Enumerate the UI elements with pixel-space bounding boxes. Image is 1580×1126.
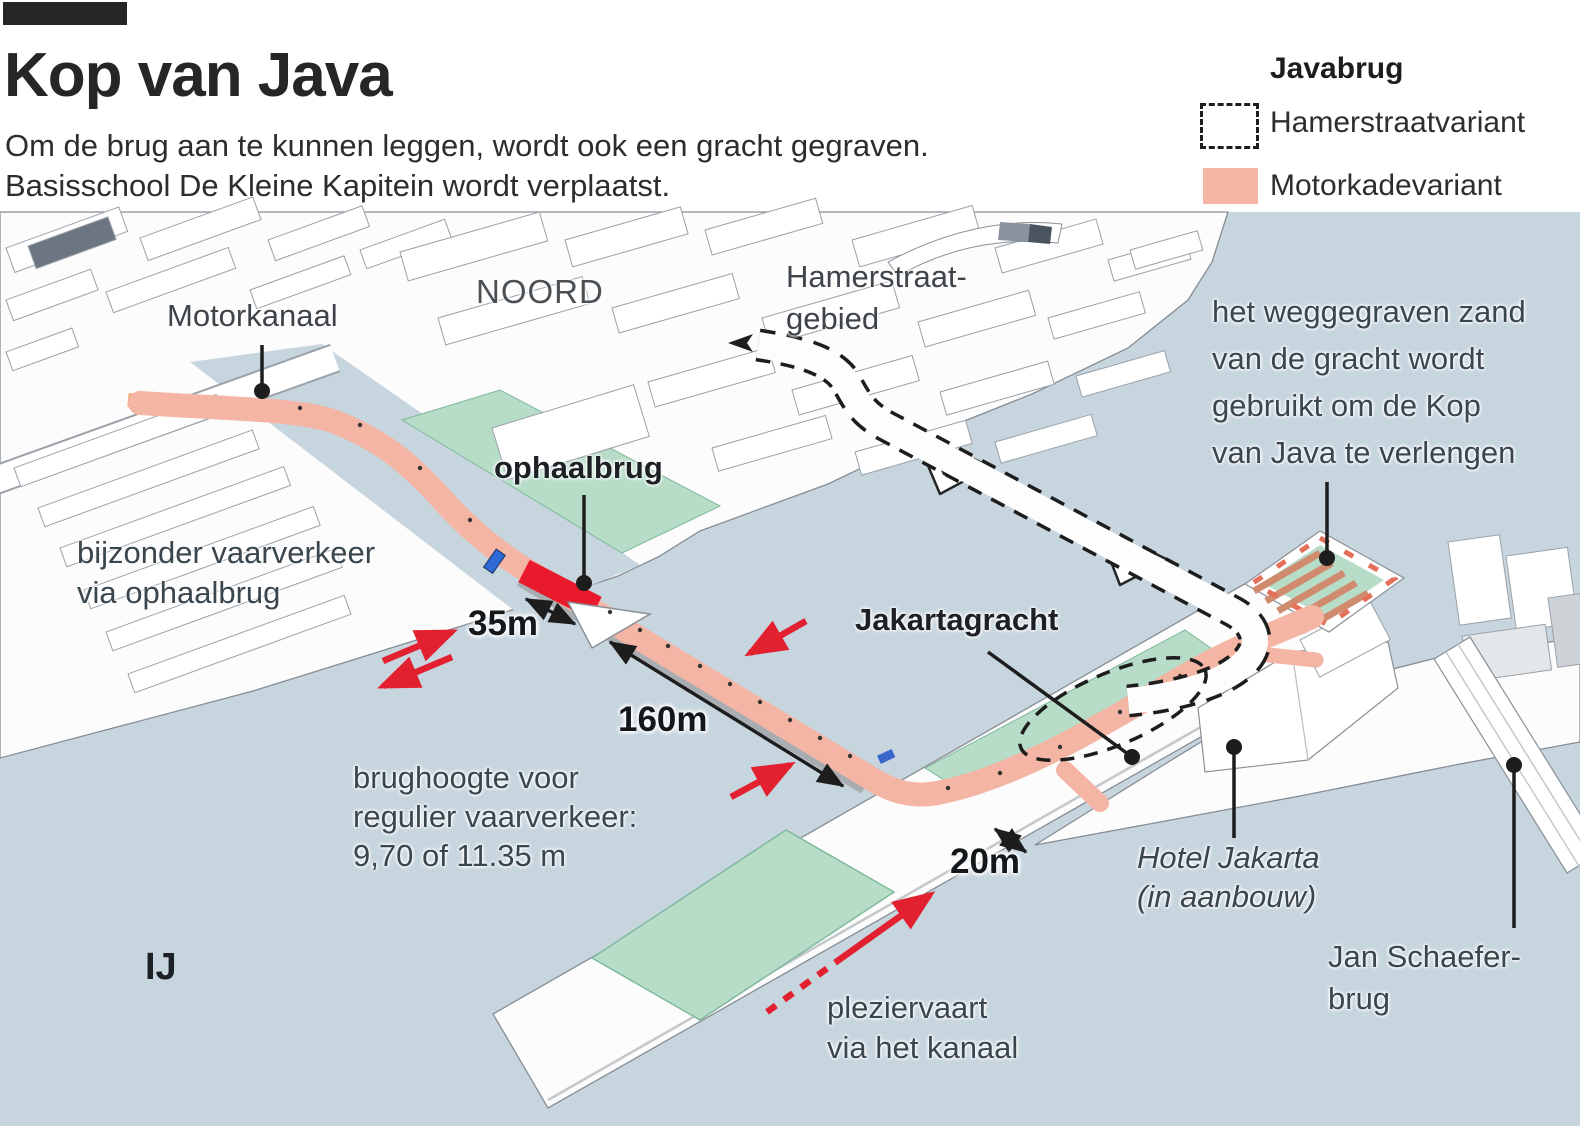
pedestrian-dot <box>787 717 793 723</box>
building <box>105 547 343 652</box>
label-motorkanaal: Motorkanaal <box>167 298 338 333</box>
label-jan-schaefer-brug: Jan Schaefer- brug <box>1328 939 1521 1016</box>
building <box>1047 291 1147 340</box>
pedestrian-dot <box>665 643 671 649</box>
kicker-bar <box>3 2 127 25</box>
label-ophaalbrug: ophaalbrug <box>494 450 663 485</box>
pedestrian-dot <box>817 735 823 741</box>
legend-label-hamerstraat: Hamerstraatvariant <box>1270 106 1526 139</box>
label-hotel-jakarta: Hotel Jakarta (in aanbouw) <box>1137 840 1320 914</box>
pedestrian-dot <box>417 465 423 471</box>
building <box>5 268 99 322</box>
pedestrian-dot <box>847 753 853 759</box>
measure-arrows <box>524 597 1028 854</box>
building <box>27 216 117 270</box>
pedestrian-dot <box>997 770 1003 776</box>
page-title: Kop van Java <box>4 41 393 110</box>
pedestrian-dot <box>637 627 643 633</box>
building <box>1075 350 1172 398</box>
curved-pier-building <box>887 222 1063 277</box>
label-ij: IJ <box>145 946 177 988</box>
hamerstraat-route <box>728 328 1272 762</box>
pedestrian-dot <box>1057 744 1063 750</box>
callouts <box>254 345 1522 928</box>
ophaalbrug-red-segment <box>518 559 602 620</box>
measure-20m: 20m <box>950 842 1021 881</box>
subtitle-line-2: Basisschool De Kleine Kapitein wordt ver… <box>5 168 671 203</box>
building <box>59 465 292 568</box>
annotation-brughoogte: brughoogte voor regulier vaarverkeer: 9,… <box>353 760 638 873</box>
pedestrian-dot <box>467 517 473 523</box>
building <box>267 205 371 262</box>
building <box>83 505 321 610</box>
building <box>491 384 650 481</box>
label-hamerstraat-gebied: Hamerstraat- gebied <box>786 259 967 336</box>
building <box>917 289 1037 348</box>
pedestrian-dot <box>945 785 951 791</box>
building <box>564 206 689 268</box>
legend-swatch-hamerstraat <box>1200 103 1259 149</box>
annotation-bijzonder: bijzonder vaarverkeer via ophaalbrug <box>77 535 376 610</box>
building <box>1129 230 1204 270</box>
building <box>105 246 237 314</box>
building <box>139 196 262 262</box>
annotation-pleziervaart: pleziervaart via het kanaal <box>827 990 1019 1065</box>
park-noord <box>400 389 722 554</box>
building <box>994 413 1098 464</box>
building <box>5 327 80 372</box>
pedestrian-dot <box>297 405 303 411</box>
building <box>437 276 591 346</box>
building <box>249 255 352 310</box>
building <box>37 429 260 528</box>
noord-buildings <box>5 196 1204 694</box>
subtitle-line-1: Om de brug aan te kunnen leggen, wordt o… <box>5 128 929 163</box>
pedestrian-dot <box>697 663 703 669</box>
measure-160m: 160m <box>618 700 708 739</box>
pedestrian-dot <box>757 699 763 705</box>
bus <box>877 748 896 764</box>
building <box>711 414 833 472</box>
building <box>127 594 352 694</box>
label-noord: NOORD <box>476 273 604 310</box>
pedestrian-dot <box>1117 709 1123 715</box>
building <box>611 272 740 334</box>
building <box>704 197 824 256</box>
east-buildings <box>1299 534 1580 683</box>
boat <box>482 548 506 575</box>
annotation-sand: het weggegraven zand van de gracht wordt… <box>1212 294 1526 470</box>
pedestrian-dot <box>607 609 613 615</box>
legend-label-motorkade: Motorkadevariant <box>1270 169 1502 202</box>
legend-swatch-motorkade <box>1203 168 1258 204</box>
building <box>399 211 549 282</box>
legend-title: Javabrug <box>1270 52 1404 85</box>
pedestrian-dot <box>727 681 733 687</box>
building <box>939 360 1055 416</box>
page-subtitle: Om de brug aan te kunnen leggen, wordt o… <box>5 126 929 206</box>
measure-35m: 35m <box>468 604 539 643</box>
ophaalbrug-pylon <box>566 601 653 650</box>
pedestrian-dot <box>357 422 363 428</box>
red-arrows <box>377 618 936 1015</box>
label-jakartagracht: Jakartagracht <box>855 602 1059 637</box>
